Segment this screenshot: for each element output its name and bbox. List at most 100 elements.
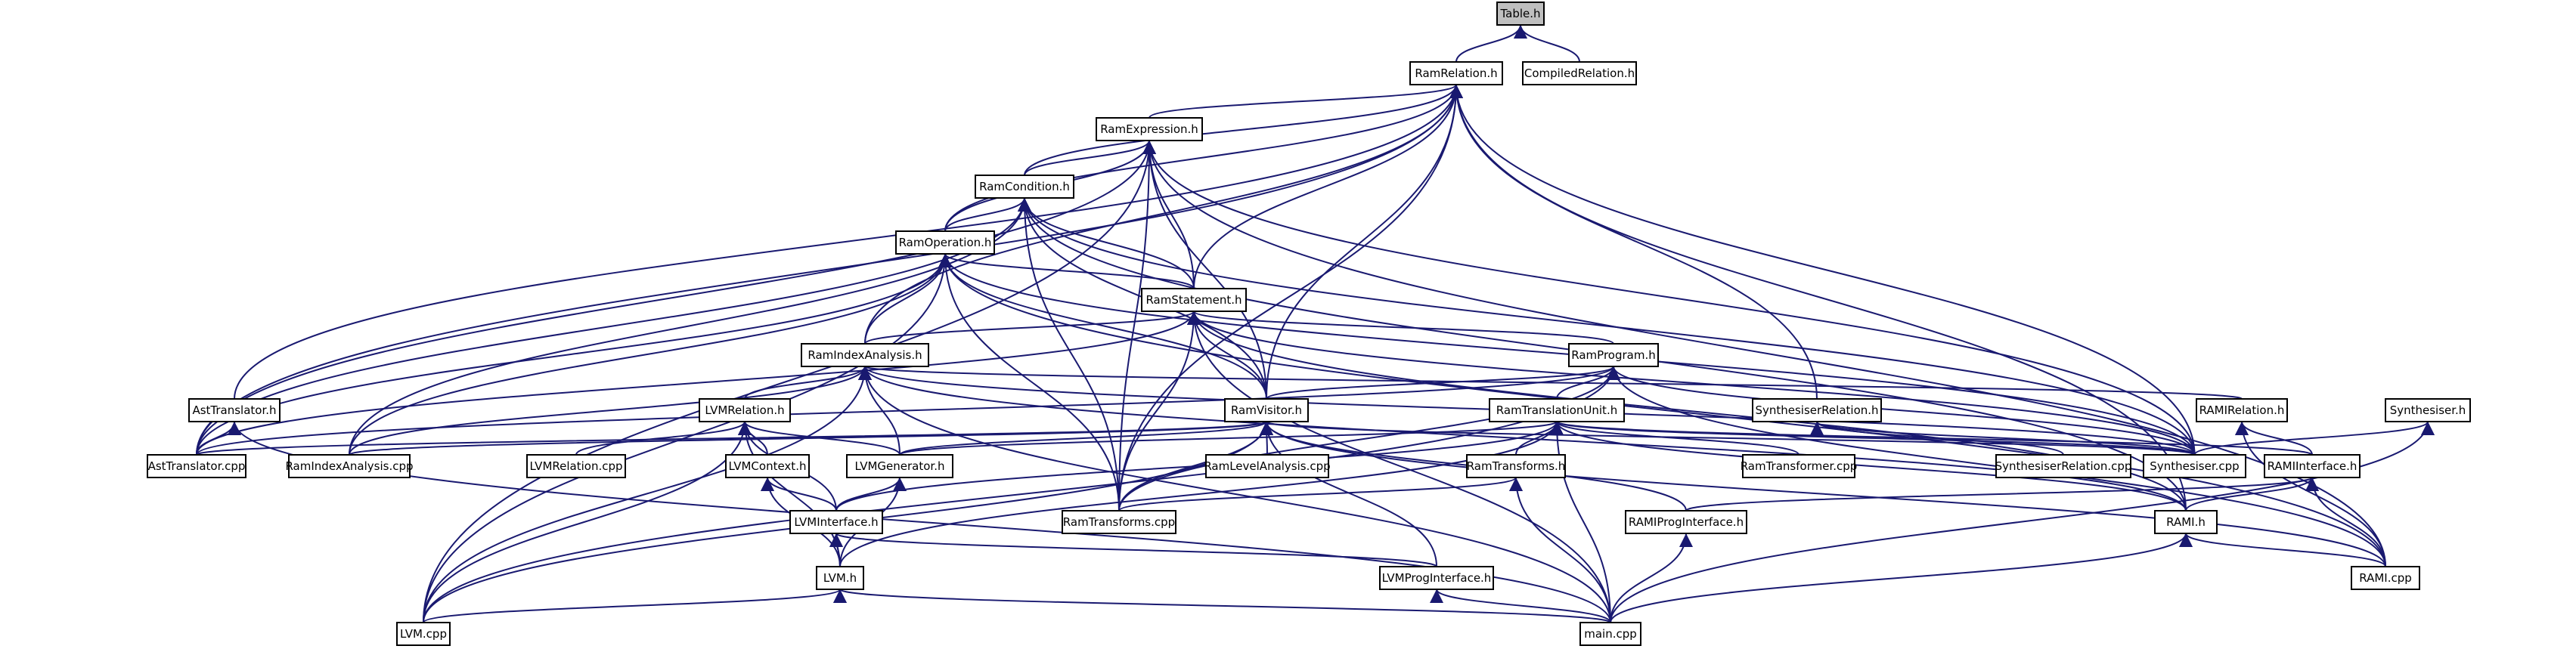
node-ramrelation-h[interactable]: RamRelation.h — [1409, 61, 1503, 85]
edge-lvmrelation_cpp-to-lvmrelation_h — [575, 421, 752, 456]
edge-asttranslator_cpp-to-ramexpression_h — [196, 140, 1156, 456]
node-box — [147, 454, 246, 478]
edge-lvminterface_h-to-lvmgenerator_h — [835, 477, 907, 511]
node-box — [801, 343, 929, 367]
node-lvm-h[interactable]: LVM.h — [816, 566, 864, 590]
node-ramlevelanalysis-cpp[interactable]: RamLevelAnalysis.cpp — [1204, 454, 1331, 478]
node-label: RAMIRelation.h — [2199, 403, 2285, 417]
node-label: RAMI.cpp — [2359, 571, 2412, 585]
node-label: main.cpp — [1584, 627, 1637, 641]
node-ramstatement-h[interactable]: RamStatement.h — [1141, 288, 1247, 312]
node-label: SynthesiserRelation.h — [1755, 403, 1878, 417]
edge-main_cpp-to-lvmproginterface_h — [1430, 589, 1611, 623]
node-label: LVMGenerator.h — [855, 459, 945, 473]
node-ramvisitor-h[interactable]: RamVisitor.h — [1224, 398, 1309, 422]
node-synthesiserrelation-cpp[interactable]: SynthesiserRelation.cpp — [1995, 454, 2132, 478]
node-label: AstTranslator.cpp — [148, 459, 246, 473]
edge-ramstatement_h-to-ramrelation_h — [1193, 84, 1463, 289]
edge-ramtransforms_cpp-to-ramoperation_h — [938, 253, 1120, 511]
node-ramiinterface-h[interactable]: RAMIInterface.h — [2264, 454, 2361, 478]
node-ramtranslationunit-h[interactable]: RamTranslationUnit.h — [1489, 398, 1625, 422]
edge-rami_cpp-to-ramoperation_h — [938, 253, 2386, 567]
node-box — [1579, 622, 1641, 646]
node-ramprogram-h[interactable]: RamProgram.h — [1568, 343, 1659, 367]
edge-ramcondition_h-to-ramrelation_h — [1024, 84, 1463, 176]
node-table-h[interactable]: Table.h — [1496, 2, 1545, 26]
node-ramcondition-h[interactable]: RamCondition.h — [975, 175, 1074, 199]
node-compiledrelation-h[interactable]: CompiledRelation.h — [1522, 61, 1637, 85]
edge-ramstatement_h-to-ramcondition_h — [1018, 197, 1195, 289]
edge-rami_cpp-to-ramvisitor_h — [1260, 421, 2386, 567]
edge-ramvisitor_h-to-ramprogram_h — [1266, 366, 1620, 400]
edge-ramvisitor_h-to-ramoperation_h — [938, 253, 1267, 400]
node-rami-h[interactable]: RAMI.h — [2154, 510, 2218, 534]
edge-lvmgenerator_h-to-ramvisitor_h — [899, 421, 1273, 456]
node-synthesiser-cpp[interactable]: Synthesiser.cpp — [2143, 454, 2246, 478]
node-synthesiserrelation-h[interactable]: SynthesiserRelation.h — [1752, 398, 1882, 422]
node-box — [1141, 288, 1247, 312]
edge-lvm_h-to-ramtranslationunit_h — [839, 421, 1564, 567]
node-ramirelation-h[interactable]: RAMIRelation.h — [2196, 398, 2288, 422]
node-box — [2196, 398, 2288, 422]
edge-rami_cpp-to-rami_h — [2179, 533, 2386, 567]
edge-ramindexanalysis_cpp-to-ramoperation_h — [349, 253, 952, 456]
node-label: LVMProgInterface.h — [1382, 571, 1492, 585]
edge-compiledrelation_h-to-table_h — [1514, 24, 1580, 63]
node-box — [699, 398, 791, 422]
node-asttranslator-cpp[interactable]: AstTranslator.cpp — [147, 454, 246, 478]
node-box — [846, 454, 953, 478]
edge-ramtransformer_cpp-to-ramtranslationunit_h — [1550, 421, 1799, 456]
node-label: RamStatement.h — [1145, 293, 1242, 307]
node-box — [1496, 2, 1545, 26]
edge-synthesiser_cpp-to-ramvisitor_h — [1260, 421, 2196, 456]
node-label: Synthesiser.h — [2390, 403, 2466, 417]
node-lvmcontext-h[interactable]: LVMContext.h — [725, 454, 810, 478]
edge-asttranslator_h-to-ramrelation_h — [234, 84, 1463, 400]
node-main-cpp[interactable]: main.cpp — [1579, 622, 1641, 646]
node-label: RAMIProgInterface.h — [1629, 515, 1744, 529]
node-box — [2154, 510, 2218, 534]
edge-ramvisitor_h-to-ramstatement_h — [1187, 311, 1267, 400]
node-label: RamIndexAnalysis.h — [808, 348, 922, 362]
node-ramiproginterface-h[interactable]: RAMIProgInterface.h — [1625, 510, 1747, 534]
edge-synthesiser_cpp-to-ramprogram_h — [1607, 366, 2196, 456]
node-label: RamIndexAnalysis.cpp — [285, 459, 413, 473]
node-lvmrelation-h[interactable]: LVMRelation.h — [699, 398, 791, 422]
edge-lvmgenerator_h-to-ramtranslationunit_h — [899, 421, 1564, 456]
edge-ramtransforms_cpp-to-ramprogram_h — [1118, 366, 1620, 511]
node-box — [2143, 454, 2246, 478]
node-box — [1379, 566, 1494, 590]
node-lvmgenerator-h[interactable]: LVMGenerator.h — [846, 454, 953, 478]
node-box — [816, 566, 864, 590]
node-box — [1489, 398, 1625, 422]
node-label: RamCondition.h — [979, 180, 1070, 193]
node-ramindexanalysis-h[interactable]: RamIndexAnalysis.h — [801, 343, 929, 367]
edge-rami_cpp-to-ramirelation_h — [2235, 421, 2386, 567]
edge-ramtransforms_cpp-to-ramexpression_h — [1118, 140, 1156, 511]
node-ramtransforms-h[interactable]: RamTransforms.h — [1466, 454, 1566, 478]
node-ramexpression-h[interactable]: RamExpression.h — [1096, 117, 1203, 141]
node-box — [2385, 398, 2471, 422]
node-ramtransformer-cpp[interactable]: RamTransformer.cpp — [1741, 454, 1858, 478]
edge-ramtransforms_cpp-to-ramtransforms_h — [1118, 477, 1523, 511]
edge-synthesiser_cpp-to-synthesiser_h — [2193, 421, 2435, 456]
edge-synthesiser_cpp-to-ramtranslationunit_h — [1550, 421, 2196, 456]
edge-ramtransforms_cpp-to-ramcondition_h — [1018, 197, 1120, 511]
node-synthesiser-h[interactable]: Synthesiser.h — [2385, 398, 2471, 422]
node-label: LVMInterface.h — [794, 515, 878, 529]
node-ramoperation-h[interactable]: RamOperation.h — [895, 230, 995, 255]
edge-main_cpp-to-ramstatement_h — [1187, 311, 1611, 623]
edge-main_cpp-to-rami_h — [1610, 533, 2193, 623]
node-asttranslator-h[interactable]: AstTranslator.h — [188, 398, 281, 422]
node-rami-cpp[interactable]: RAMI.cpp — [2351, 566, 2420, 590]
node-ramindexanalysis-cpp[interactable]: RamIndexAnalysis.cpp — [285, 454, 414, 478]
node-lvminterface-h[interactable]: LVMInterface.h — [789, 510, 883, 534]
node-ramtransforms-cpp[interactable]: RamTransforms.cpp — [1062, 510, 1176, 534]
node-lvmrelation-cpp[interactable]: LVMRelation.cpp — [526, 454, 626, 478]
node-lvm-cpp[interactable]: LVM.cpp — [396, 622, 451, 646]
node-box — [2264, 454, 2361, 478]
edge-ramrelation_h-to-table_h — [1455, 24, 1527, 63]
node-lvmproginterface-h[interactable]: LVMProgInterface.h — [1379, 566, 1494, 590]
